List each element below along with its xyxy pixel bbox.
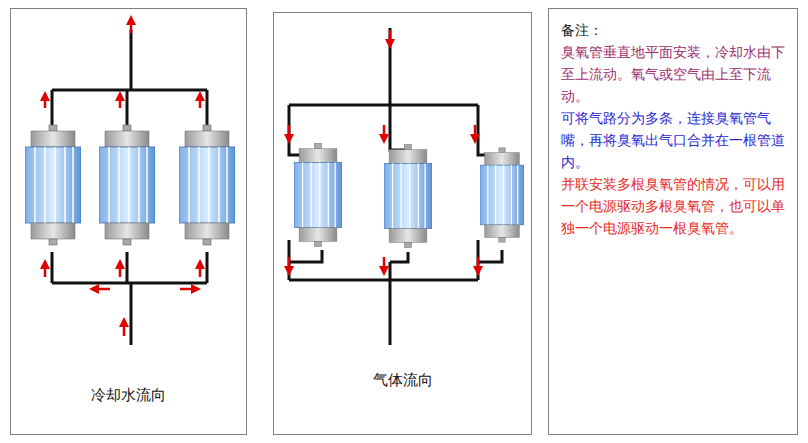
flow-panel: 冷却水流向: [10, 8, 247, 435]
note-text: 备注：: [561, 19, 787, 41]
note-text: 并联安装多根臭氧管的情况，可以用一个电源驱动多根臭氧管，也可以单独一个电源驱动一…: [561, 173, 787, 239]
note-text: 臭氧管垂直地平面安装，冷却水由下至上流动。氧气或空气由上至下流动。: [561, 41, 787, 107]
note-box: 备注：臭氧管垂直地平面安装，冷却水由下至上流动。氧气或空气由上至下流动。可将气路…: [548, 8, 798, 435]
panel-caption: 气体流向: [274, 369, 531, 391]
panel-caption: 冷却水流向: [11, 384, 246, 406]
note-text: 可将气路分为多条，连接臭氧管气嘴，再将臭氧出气口合并在一根管道内。: [561, 107, 787, 173]
flow-panel: 气体流向: [273, 12, 532, 435]
